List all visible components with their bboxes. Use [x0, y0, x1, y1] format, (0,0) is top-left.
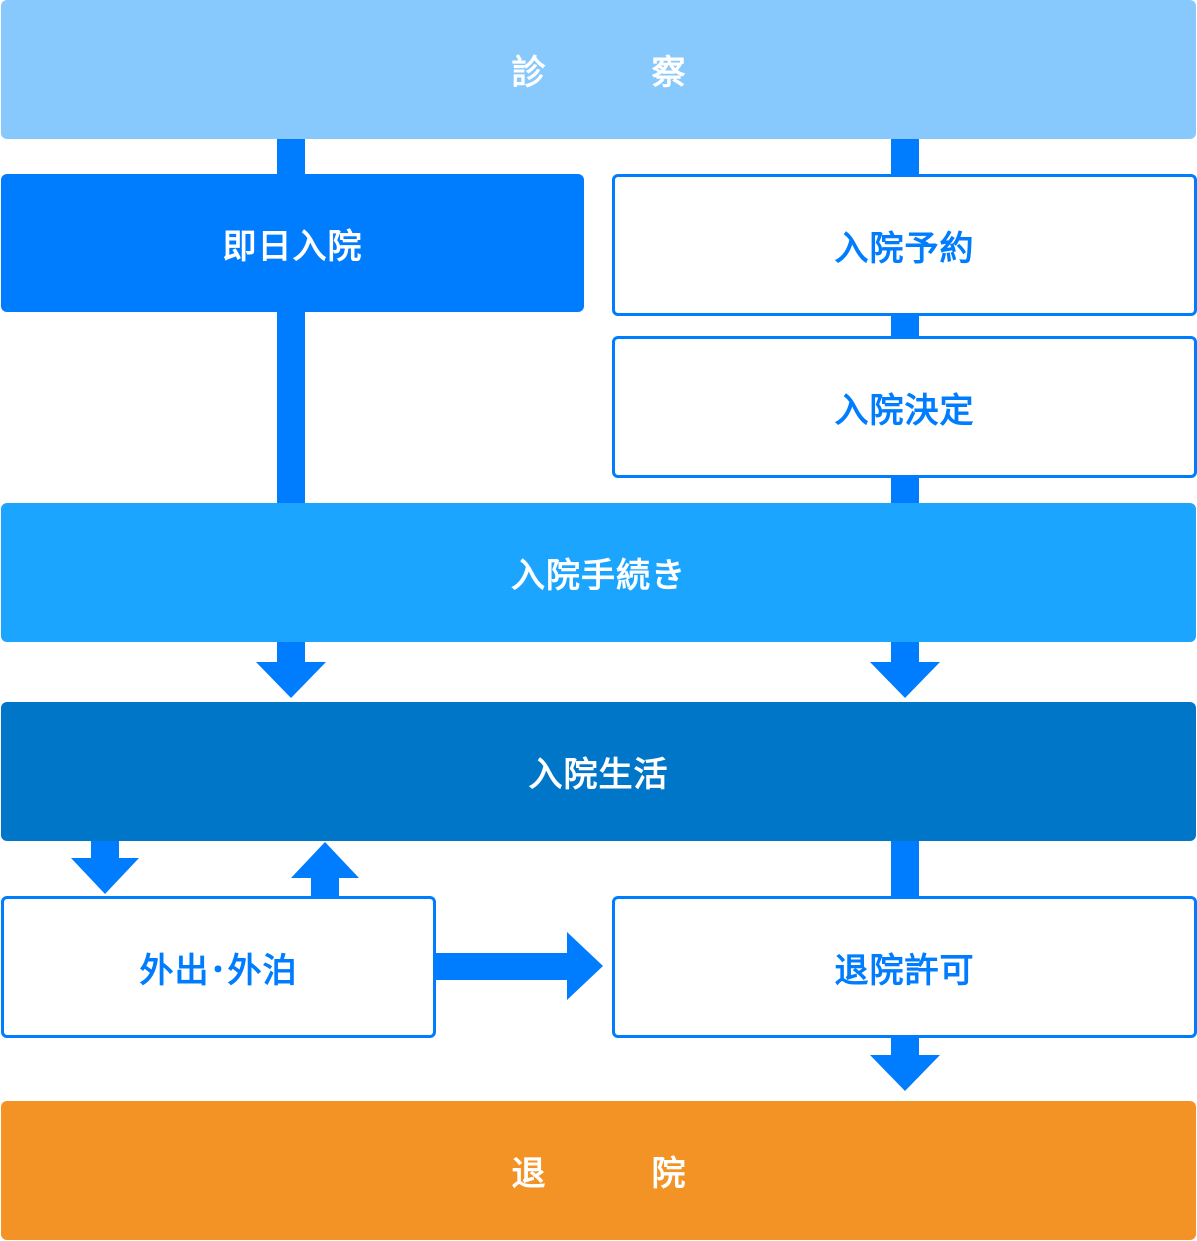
step-discharge-label: 退 院 [511, 1154, 722, 1194]
step-discharge-permission-label: 退院許可 [834, 950, 975, 991]
step-admission-procedure: 入院手続き [1, 503, 1196, 642]
step-admission-procedure-label: 入院手続き [511, 556, 686, 596]
arrow-down-icon [870, 641, 940, 698]
step-outing-overnight: 外出･外泊 [1, 896, 436, 1038]
arrow-right-icon [434, 932, 603, 1000]
step-consultation-label: 診 察 [511, 53, 722, 93]
step-hospital-life: 入院生活 [1, 702, 1196, 841]
step-admission-decision-label: 入院決定 [834, 390, 975, 431]
step-discharge: 退 院 [1, 1101, 1196, 1240]
step-admission-reservation: 入院予約 [612, 174, 1197, 316]
connector-consultation-to-same-day [277, 139, 305, 175]
step-admission-decision: 入院決定 [612, 336, 1197, 478]
connector-same-day-to-procedure [277, 311, 305, 505]
step-same-day-admission-label: 即日入院 [222, 226, 363, 267]
step-hospital-life-label: 入院生活 [528, 755, 669, 795]
arrow-down-icon [71, 840, 139, 894]
step-consultation: 診 察 [1, 0, 1196, 139]
connector-decision-to-procedure [891, 476, 919, 505]
step-same-day-admission: 即日入院 [1, 174, 584, 312]
arrow-up-icon [291, 842, 359, 898]
step-admission-reservation-label: 入院予約 [834, 228, 975, 269]
step-discharge-permission: 退院許可 [612, 896, 1197, 1038]
connector-life-to-permission [891, 840, 919, 898]
step-outing-overnight-label: 外出･外泊 [139, 950, 298, 991]
arrow-down-icon [256, 641, 326, 698]
connector-reservation-to-decision [891, 314, 919, 338]
connector-consultation-to-reservation [891, 139, 919, 176]
arrow-down-icon [870, 1036, 940, 1091]
